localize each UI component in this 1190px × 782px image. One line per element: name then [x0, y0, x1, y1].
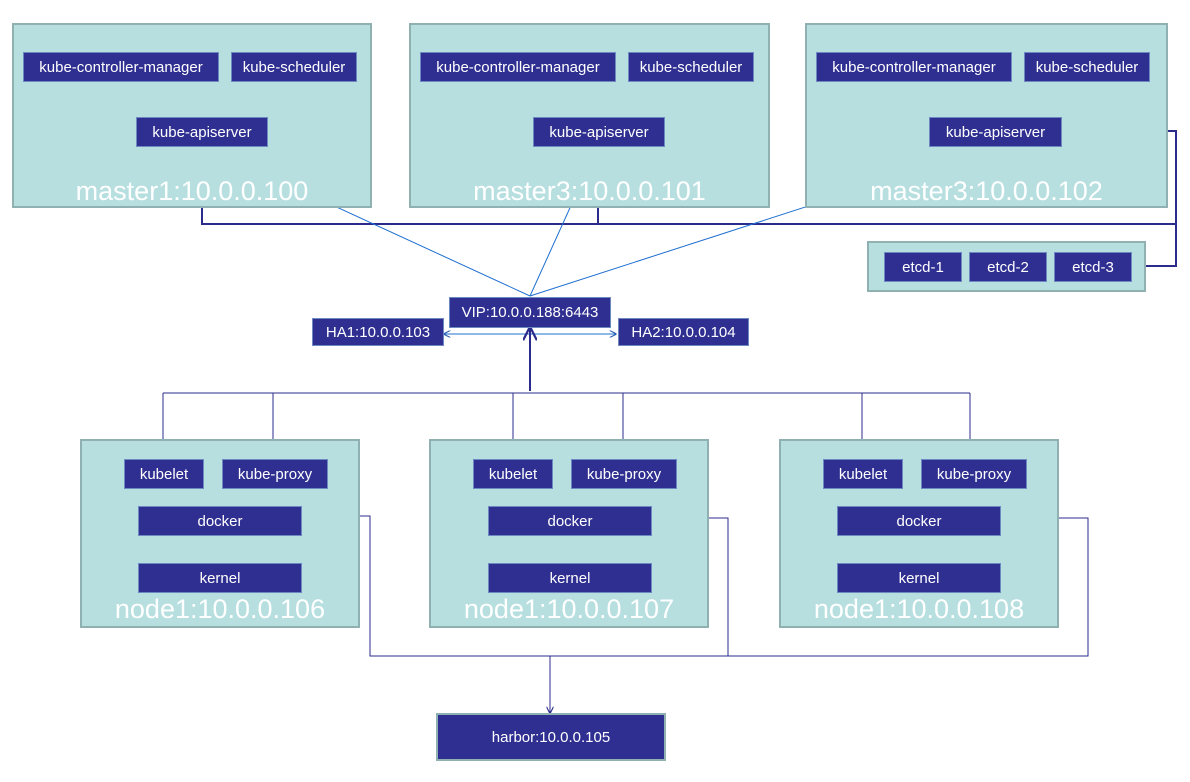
ha1-box: HA1:10.0.0.103	[312, 318, 444, 346]
node-panel-label: node1:10.0.0.107	[463, 594, 675, 624]
kernel-box: kernel	[837, 563, 1001, 593]
kube-apiserver-box: kube-apiserver	[533, 117, 665, 147]
node-panel-label: node1:10.0.0.106	[114, 594, 326, 624]
kube-apiserver-box: kube-apiserver	[929, 117, 1062, 147]
kube-apiserver-box: kube-apiserver	[136, 117, 268, 147]
kube-proxy-box: kube-proxy	[571, 459, 677, 489]
docker-box: docker	[837, 506, 1001, 536]
kube-scheduler-box: kube-scheduler	[231, 52, 357, 82]
kube-controller-manager-box: kube-controller-manager	[816, 52, 1012, 82]
node-panel-3: kubelet kube-proxy docker kernel node1:1…	[779, 439, 1059, 628]
kubelet-box: kubelet	[823, 459, 903, 489]
harbor-box: harbor:10.0.0.105	[436, 713, 666, 761]
kernel-box: kernel	[138, 563, 302, 593]
kube-proxy-box: kube-proxy	[921, 459, 1027, 489]
docker-box: docker	[138, 506, 302, 536]
node-panel-1: kubelet kube-proxy docker kernel node1:1…	[80, 439, 360, 628]
vip-box: VIP:10.0.0.188:6443	[449, 297, 611, 328]
kernel-box: kernel	[488, 563, 652, 593]
etcd-2-box: etcd-2	[969, 252, 1047, 282]
etcd-3-box: etcd-3	[1054, 252, 1132, 282]
kube-controller-manager-box: kube-controller-manager	[23, 52, 219, 82]
master-panel-label: master1:10.0.0.100	[75, 176, 309, 206]
master-panel-1: kube-controller-manager kube-scheduler k…	[12, 23, 372, 208]
node-panel-label: node1:10.0.0.108	[813, 594, 1025, 624]
master-panel-3: kube-controller-manager kube-scheduler k…	[805, 23, 1168, 208]
etcd-1-box: etcd-1	[884, 252, 962, 282]
kubelet-box: kubelet	[473, 459, 553, 489]
master-panel-label: master3:10.0.0.101	[473, 176, 706, 206]
master-panel-label: master3:10.0.0.102	[870, 176, 1103, 206]
etcd-panel: etcd-1 etcd-2 etcd-3	[867, 241, 1146, 292]
kube-scheduler-box: kube-scheduler	[1024, 52, 1150, 82]
master-panel-2: kube-controller-manager kube-scheduler k…	[409, 23, 770, 208]
docker-box: docker	[488, 506, 652, 536]
kubelet-box: kubelet	[124, 459, 204, 489]
node-panel-2: kubelet kube-proxy docker kernel node1:1…	[429, 439, 709, 628]
kube-controller-manager-box: kube-controller-manager	[420, 52, 616, 82]
ha2-box: HA2:10.0.0.104	[618, 318, 749, 346]
kube-proxy-box: kube-proxy	[222, 459, 328, 489]
kube-scheduler-box: kube-scheduler	[628, 52, 754, 82]
